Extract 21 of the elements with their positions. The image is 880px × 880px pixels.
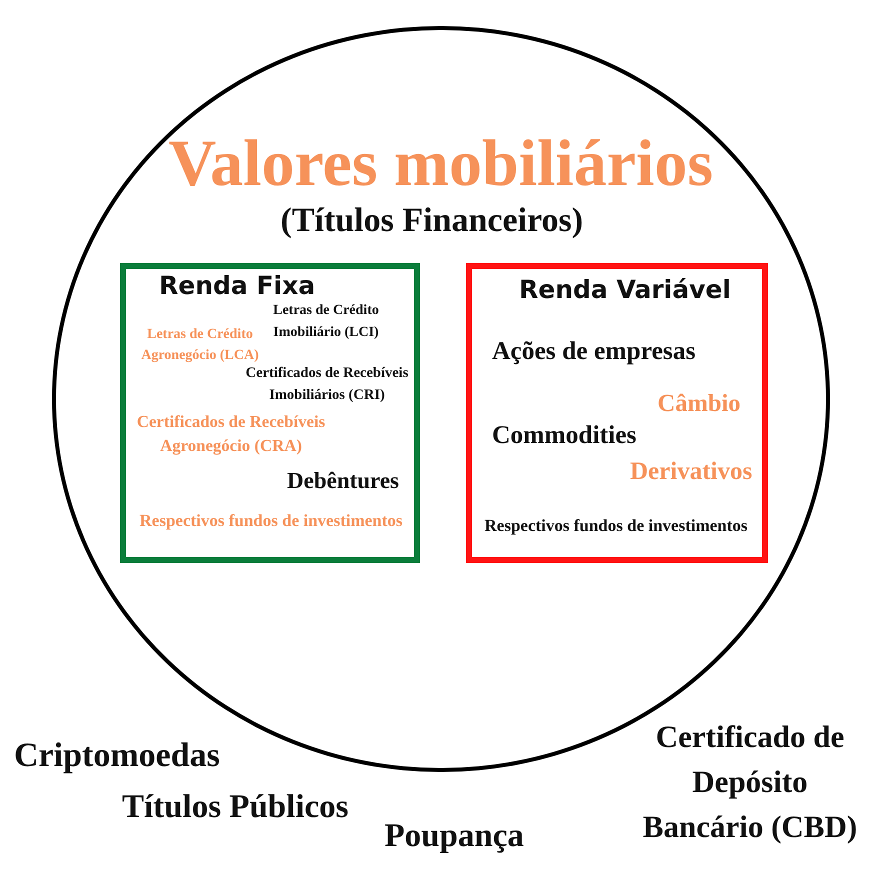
circle-subheading: (Títulos Financeiros) xyxy=(280,200,584,240)
investment-label: Letras de Crédito Imobiliário (LCI) xyxy=(273,302,379,342)
category-box xyxy=(120,263,420,563)
circle-heading: Valores mobiliários xyxy=(168,126,714,202)
investment-label: Respectivos fundos de investimentos xyxy=(140,511,403,531)
investment-label: Títulos Públicos xyxy=(122,788,348,827)
investment-label: Certificados de Recebíveis Agronegócio (CRA) xyxy=(136,411,326,457)
investment-label: Poupança xyxy=(384,817,524,856)
category-box xyxy=(466,263,768,563)
investment-label: Ações de empresas xyxy=(492,334,696,366)
investment-label: Respectivos fundos de investimentos xyxy=(484,516,748,536)
investment-label: Commodities xyxy=(492,418,636,450)
investment-label: Certificados de Recebíveis Imobiliários (CRI) xyxy=(246,364,408,405)
box-heading: Renda Fixa xyxy=(159,271,316,301)
investment-label: Derivativos xyxy=(630,457,752,487)
investment-label: Letras de Crédito Agronegócio (LCA) xyxy=(141,326,259,365)
investment-label: Debêntures xyxy=(287,467,400,495)
investment-label: Câmbio xyxy=(658,388,741,418)
investment-label: Criptomoedas xyxy=(14,736,220,776)
box-heading: Renda Variável xyxy=(519,275,731,305)
investment-label: Certificado de Depósito Bancário (CBD) xyxy=(642,718,858,846)
